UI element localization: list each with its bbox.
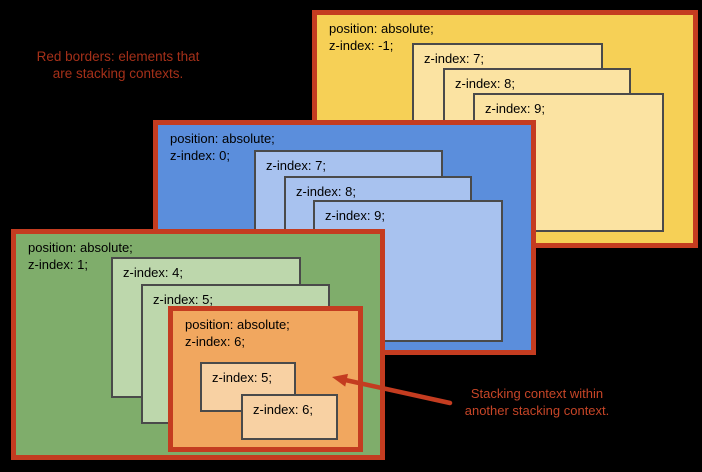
yellow-label-line-2: z-index: -1; xyxy=(329,38,394,53)
blue-child-z7-label: z-index: 7; xyxy=(266,158,326,173)
orange-label-line-2: z-index: 6; xyxy=(185,334,245,349)
yellow-child-z7-label: z-index: 7; xyxy=(424,51,484,66)
green-child-z5-label: z-index: 5; xyxy=(153,292,213,307)
green-label-line-2: z-index: 1; xyxy=(28,257,88,272)
diagram-caption: Red borders: elements that are stacking … xyxy=(18,48,218,82)
green-context-label: position: absolute; z-index: 1; xyxy=(28,239,133,273)
yellow-label-line-1: position: absolute; xyxy=(329,21,434,36)
caption-line-2: are stacking contexts. xyxy=(52,66,184,81)
blue-child-z9-label: z-index: 9; xyxy=(325,208,385,223)
orange-child-z6-label: z-index: 6; xyxy=(253,402,313,417)
orange-context-label: position: absolute; z-index: 6; xyxy=(185,316,290,350)
annotation-line-2: another stacking context. xyxy=(464,403,610,418)
green-stacking-context: position: absolute; z-index: 1; z-index:… xyxy=(11,229,385,460)
blue-child-z8-label: z-index: 8; xyxy=(296,184,356,199)
orange-stacking-context: position: absolute; z-index: 6; z-index:… xyxy=(168,306,363,452)
orange-label-line-1: position: absolute; xyxy=(185,317,290,332)
yellow-child-z9-label: z-index: 9; xyxy=(485,101,545,116)
orange-child-z5-label: z-index: 5; xyxy=(212,370,272,385)
annotation-text: Stacking context within another stacking… xyxy=(447,385,627,419)
yellow-stacking-context: position: absolute; z-index: -1; z-index… xyxy=(312,10,698,248)
blue-label-line-2: z-index: 0; xyxy=(170,148,230,163)
caption-line-1: Red borders: elements that xyxy=(36,49,200,64)
green-child-z4-label: z-index: 4; xyxy=(123,265,183,280)
yellow-child-z8-label: z-index: 8; xyxy=(455,76,515,91)
green-label-line-1: position: absolute; xyxy=(28,240,133,255)
blue-label-line-1: position: absolute; xyxy=(170,131,275,146)
annotation-line-1: Stacking context within xyxy=(470,386,604,401)
yellow-context-label: position: absolute; z-index: -1; xyxy=(329,20,434,54)
orange-child-z6: z-index: 6; xyxy=(241,394,338,440)
blue-context-label: position: absolute; z-index: 0; xyxy=(170,130,275,164)
